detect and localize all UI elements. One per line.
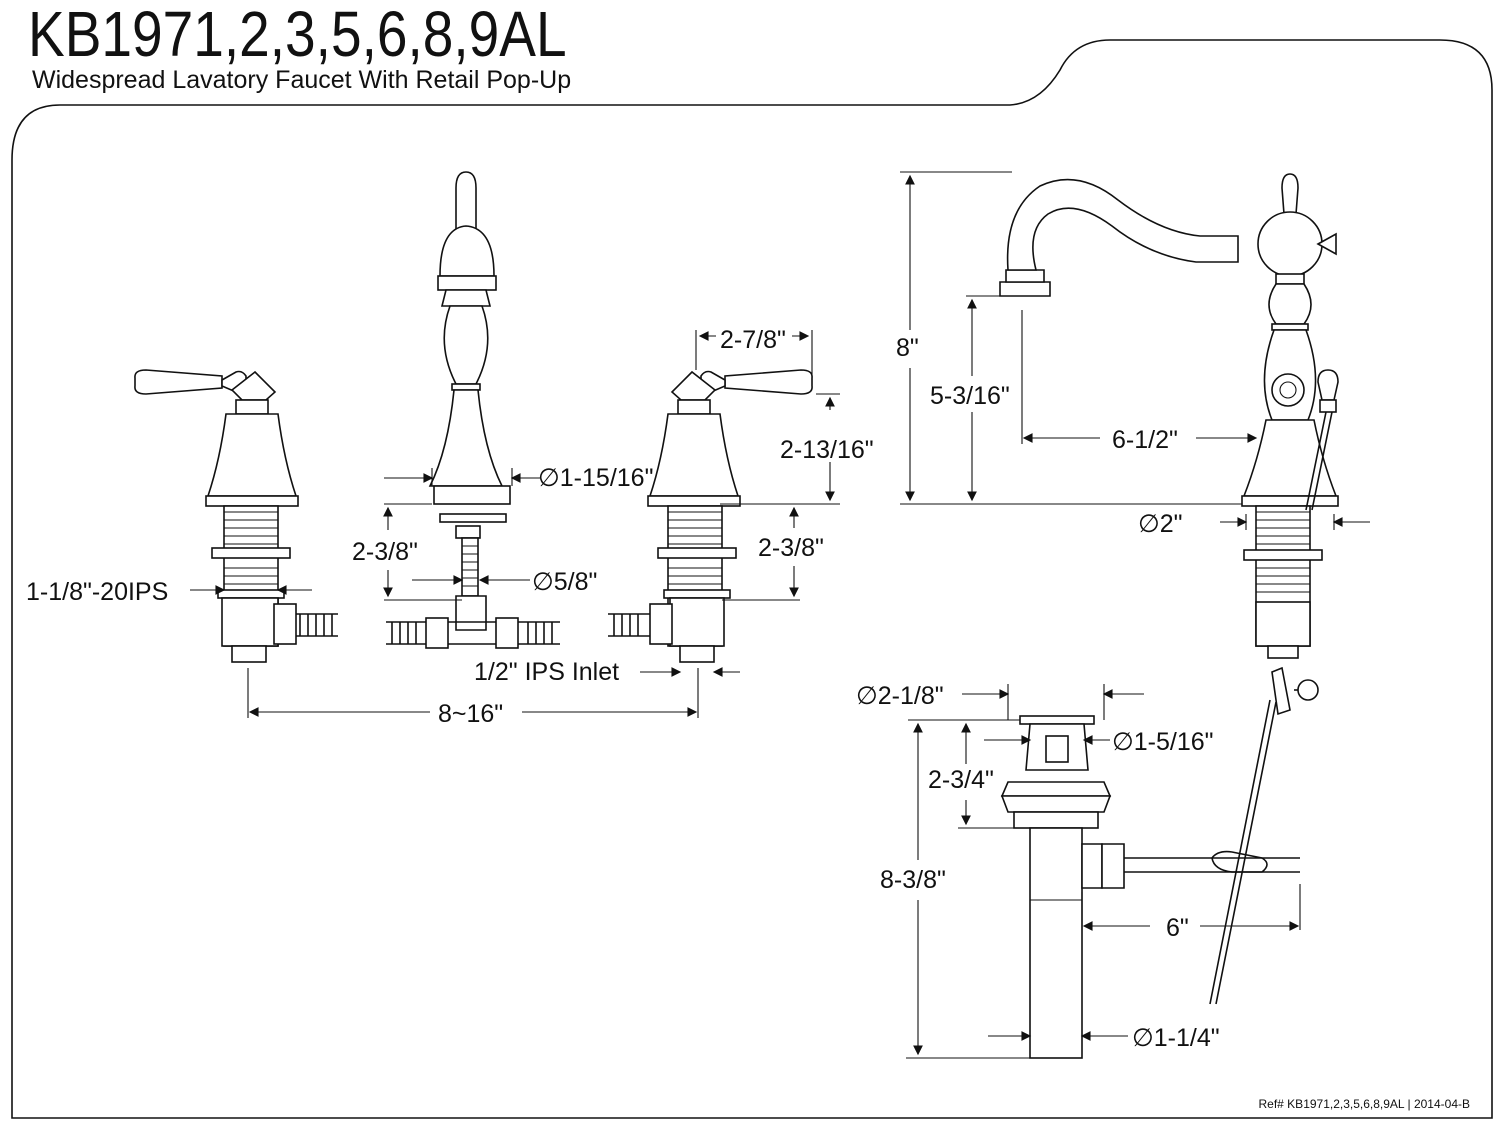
side-view-dimensions: [900, 171, 1370, 1059]
dim-drain-cap-dia: ∅1-5/16": [1112, 728, 1214, 756]
faucet-side-view: [999, 173, 1339, 1005]
dim-spread: 8~16": [438, 700, 504, 728]
dim-drain-total-height: 8-3/8": [880, 866, 946, 894]
dim-handle-height: 2-13/16": [780, 436, 874, 464]
dim-drain-flange-height: 2-3/4": [928, 766, 994, 794]
dim-spout-shank-dia: ∅5/8": [532, 568, 598, 596]
dim-spout-height: 5-3/16": [930, 382, 1010, 410]
left-handle-valve: [134, 369, 338, 663]
dim-handle-thread: 1-1/8"-20IPS: [26, 578, 169, 606]
dim-handle-width: 2-7/8": [720, 326, 786, 354]
dim-inlet: 1/2" IPS Inlet: [474, 658, 620, 686]
dim-drain-flange-dia: ∅2-1/8": [856, 682, 944, 710]
reference-footer: Ref# KB1971,2,3,5,6,8,9AL | 2014-04-B: [1258, 1097, 1471, 1111]
center-spout-front: [386, 171, 560, 649]
dim-spout-reach: 6-1/2": [1112, 426, 1178, 454]
front-view-dimensions: [190, 330, 840, 718]
dim-overall-height: 8": [896, 334, 919, 362]
pop-up-drain: [1000, 715, 1300, 1059]
dim-base-dia: ∅2": [1138, 510, 1183, 538]
dim-pop-rod-length: 6": [1166, 914, 1189, 942]
dim-spout-shank-length: 2-3/8": [352, 538, 418, 566]
page-subtitle: Widespread Lavatory Faucet With Retail P…: [32, 66, 572, 94]
right-handle-valve: [608, 369, 813, 663]
dim-handle-shank-length: 2-3/8": [758, 534, 824, 562]
page-title: KB1971,2,3,5,6,8,9AL: [28, 0, 567, 70]
dim-tailpiece-dia: ∅1-1/4": [1132, 1024, 1220, 1052]
dim-spout-base-dia: ∅1-15/16": [538, 464, 654, 492]
frame-border: [11, 39, 1493, 1119]
